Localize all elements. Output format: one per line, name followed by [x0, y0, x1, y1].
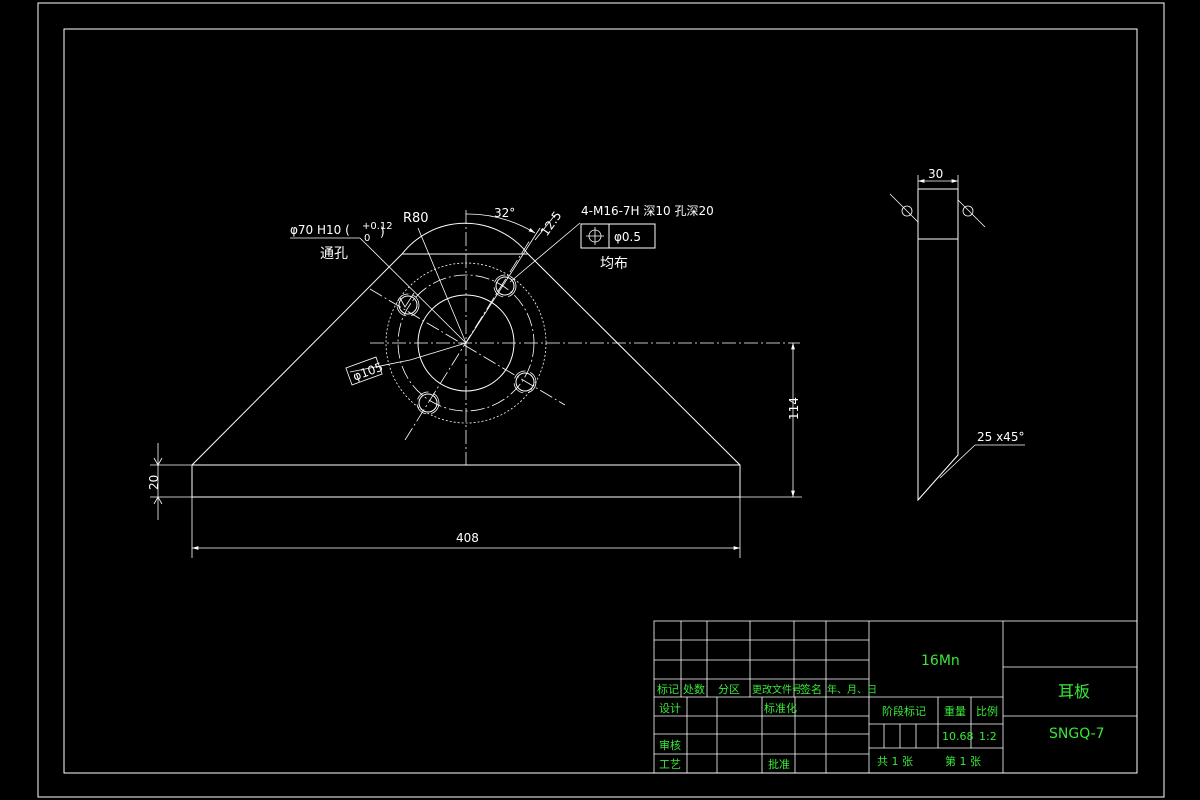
header-change-doc: 更改文件号: [752, 683, 802, 696]
evenly-label: 均布: [600, 256, 628, 272]
roughness-symbol-left: [889, 193, 919, 223]
angle-ref-line: [465, 227, 541, 344]
angle-label: 32°: [494, 206, 515, 220]
scale-label: 比例: [976, 704, 998, 718]
angle-arc: [465, 213, 536, 234]
top-arc-r80: [401, 222, 529, 255]
part-name: 耳板: [1058, 682, 1090, 701]
bolt-circle-label: φ105: [351, 360, 385, 384]
weight-label: 重量: [944, 704, 966, 718]
process-label: 工艺: [659, 758, 681, 771]
header-signature: 签名: [800, 682, 822, 696]
stage-mark-label: 阶段标记: [882, 704, 926, 718]
header-zone: 分区: [718, 683, 740, 696]
chamfer-label: 25 x45°: [977, 430, 1024, 444]
bore-label: φ70 H10 (: [290, 223, 350, 237]
drawing-number: SNGQ-7: [1049, 726, 1105, 742]
bore-leader-diag: [359, 237, 467, 344]
bore-tol-upper: +0.12: [362, 221, 393, 232]
base-thick-label: 20: [147, 475, 161, 490]
roughness-label: 12.5: [538, 209, 565, 239]
side-view: 30 25 x45°: [889, 167, 1025, 502]
thread-leader: [509, 222, 581, 283]
header-count: 处数: [683, 683, 705, 696]
bolt-circle-leader-2: [409, 342, 467, 361]
side-outline: [917, 188, 959, 502]
through-hole-label: 通孔: [320, 246, 348, 262]
material-label: 16Mn: [921, 653, 960, 669]
bore-tol-lower: 0: [364, 233, 370, 244]
outer-border: [37, 2, 1165, 798]
bolt-circle-leader: [349, 359, 411, 373]
header-mark: 标记: [657, 682, 679, 696]
r80-leader: [417, 227, 467, 344]
bore-tol-close: ): [380, 225, 385, 239]
bolt-circle: [397, 274, 535, 412]
roughness-symbol: [399, 292, 415, 308]
threaded-hole: [493, 274, 517, 298]
threaded-hole: [396, 293, 420, 317]
sheet-no-label: 第 1 张: [945, 754, 981, 768]
position-tolerance-frame: [580, 223, 656, 249]
width-label: 408: [456, 531, 479, 545]
threaded-hole: [416, 391, 440, 415]
chamfer-leader: [939, 444, 976, 479]
weight-value: 10.68: [942, 730, 974, 743]
diag-centerline-1: [369, 288, 566, 406]
height-label: 114: [787, 397, 801, 420]
roughness-symbol-right: [957, 199, 986, 228]
title-block: 标记 处数 分区 更改文件号 签名 年、月、日 设计 标准化 审核 工艺 批准 …: [653, 620, 1138, 774]
radius-label: R80: [403, 211, 429, 226]
thread-label: 4-M16-7H 深10 孔深20: [581, 204, 714, 218]
position-tol-value: φ0.5: [614, 230, 641, 244]
roughness-leader: [534, 214, 556, 241]
bolt-circle-box: [345, 356, 383, 386]
header-date: 年、月、日: [827, 683, 877, 696]
position-icon: [586, 227, 604, 245]
review-label: 审核: [659, 738, 681, 752]
approve-label: 批准: [768, 757, 790, 771]
design-label: 设计: [659, 702, 681, 715]
side-width-label: 30: [928, 167, 943, 181]
scale-value: 1:2: [979, 730, 997, 743]
bore-circle: [417, 294, 515, 392]
total-sheets-label: 共 1 张: [877, 755, 913, 768]
standardize-label: 标准化: [764, 701, 797, 715]
threaded-hole: [513, 370, 537, 394]
inner-border: [63, 28, 1138, 774]
front-view: φ70 H10 ( +0.12 0 ) 通孔 R80 32° 12.5 4-M1…: [147, 204, 802, 558]
